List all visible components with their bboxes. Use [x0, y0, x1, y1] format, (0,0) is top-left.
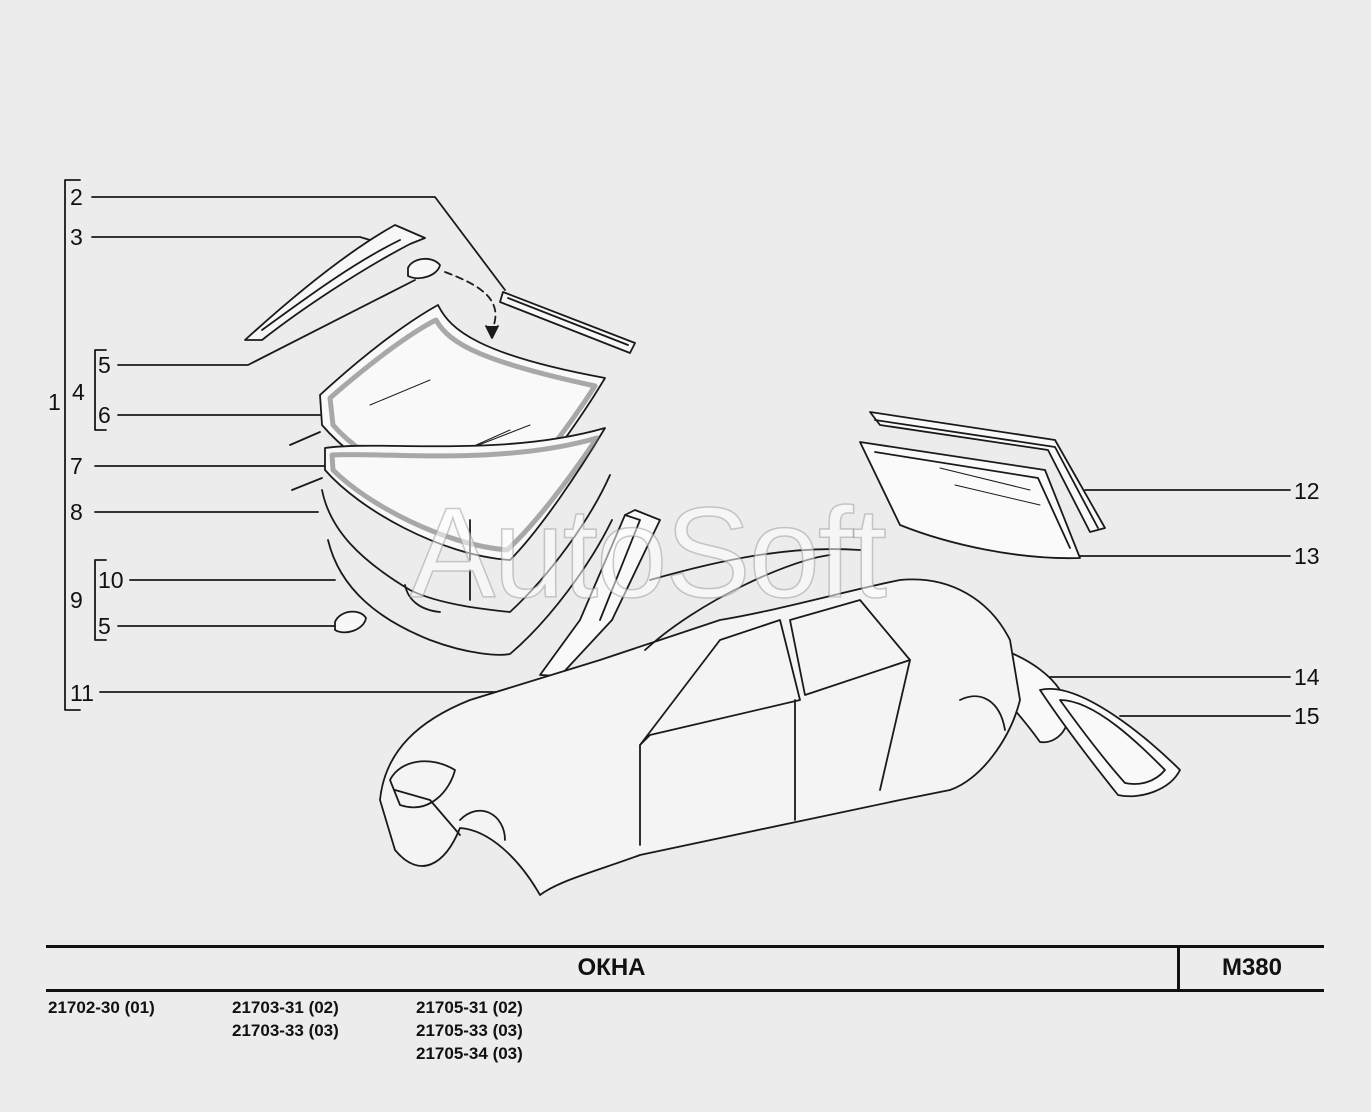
callout-2: 2 [70, 184, 83, 210]
callout-8: 8 [70, 499, 83, 525]
part-3-trim [244, 224, 426, 341]
model-item: 21703-31 (02) [232, 998, 339, 1017]
callout-14: 14 [1294, 664, 1320, 690]
page-title: ОКНА [577, 954, 646, 981]
callout-7: 7 [70, 453, 83, 479]
part-15-seal [1039, 687, 1181, 798]
callout-10: 10 [98, 567, 124, 593]
leader-3 [91, 236, 371, 241]
model-item: 21703-33 (03) [232, 1021, 339, 1040]
assembly-arrow [444, 271, 497, 331]
part-7-adhesive [324, 427, 606, 561]
model-list-col3: 21705-31 (02) 21705-33 (03) 21705-34 (03… [416, 996, 523, 1065]
callout-11: 11 [70, 680, 94, 706]
leader-5a [117, 279, 416, 366]
part-13-glass [859, 441, 1081, 560]
part-11-pillar [539, 509, 661, 677]
callout-13: 13 [1294, 543, 1320, 569]
callout-3: 3 [70, 224, 83, 250]
footer-bottom-rule [46, 989, 1324, 992]
model-list-col1: 21702-30 (01) [48, 996, 155, 1019]
part-2-seal [499, 291, 636, 354]
part-5-clip-bottom [334, 610, 367, 634]
model-item: 21705-33 (03) [416, 1021, 523, 1040]
bracket-4 [94, 349, 107, 431]
callout-4: 4 [72, 379, 85, 405]
callout-9: 9 [70, 587, 83, 613]
leader-11 [99, 679, 546, 693]
callout-12: 12 [1294, 478, 1320, 504]
callout-1: 1 [48, 389, 61, 415]
model-list-col2: 21703-31 (02) 21703-33 (03) [232, 996, 339, 1042]
bracket-1 [64, 179, 81, 711]
callout-5-top: 5 [98, 352, 111, 378]
watermark: AutoSoft [409, 481, 888, 626]
footer-divider [1177, 946, 1180, 992]
footer-top-rule [46, 945, 1324, 948]
part-10-layer [327, 519, 613, 656]
page-code: М380 [1221, 954, 1283, 981]
part-8-layer [321, 474, 611, 613]
bracket-9 [94, 559, 107, 641]
callout-5-bottom: 5 [98, 613, 111, 639]
callout-6: 6 [98, 402, 111, 428]
model-item: 21705-31 (02) [416, 998, 523, 1017]
leader-2 [91, 196, 506, 291]
part-12-frame [869, 411, 1106, 533]
parts-diagram [64, 179, 1291, 896]
part-5-clip [407, 258, 441, 280]
callout-15: 15 [1294, 703, 1320, 729]
car-body [379, 578, 1021, 896]
model-item: 21702-30 (01) [48, 998, 155, 1017]
model-item: 21705-34 (03) [416, 1044, 523, 1063]
